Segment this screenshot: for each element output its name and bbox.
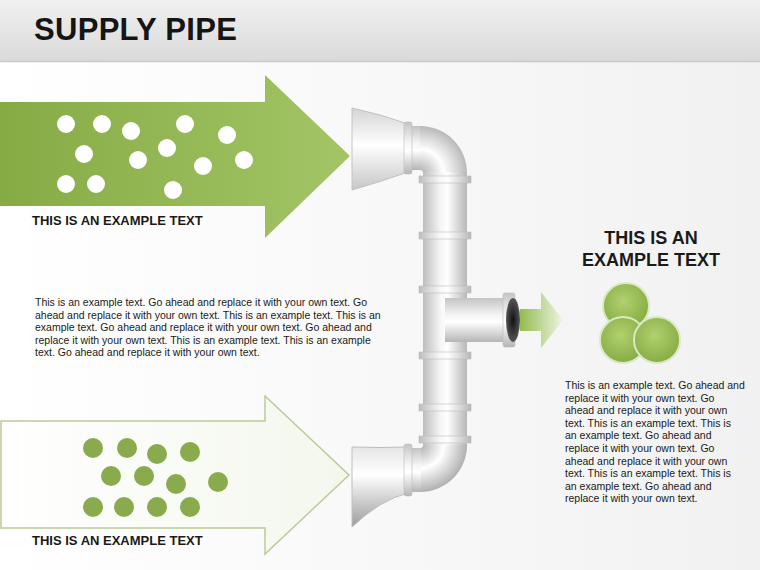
slide-title: SUPPLY PIPE bbox=[34, 12, 237, 48]
pipe-joint bbox=[419, 436, 471, 443]
arrow-caption: THIS IS AN EXAMPLE TEXT bbox=[32, 533, 203, 548]
ball bbox=[634, 317, 680, 363]
pipe-collar bbox=[404, 122, 412, 174]
pipe-inlet-bell bbox=[352, 447, 408, 527]
arrow-caption: THIS IS AN EXAMPLE TEXT bbox=[32, 213, 203, 228]
pipe-inlet-bell bbox=[352, 108, 408, 190]
output-balls bbox=[600, 283, 680, 363]
pipe-collar bbox=[404, 444, 412, 496]
arrow-outline bbox=[1, 396, 349, 554]
pipe-tee-branch bbox=[445, 298, 509, 342]
pipe-joint bbox=[419, 232, 471, 239]
pipe-joint bbox=[419, 286, 471, 293]
body-text: This is an example text. Go ahead and re… bbox=[35, 296, 393, 359]
body-text: This is an example text. Go ahead and re… bbox=[565, 379, 745, 505]
flow-arrow: THIS IS AN EXAMPLE TEXT bbox=[0, 395, 352, 557]
title-rule bbox=[0, 61, 760, 63]
flow-arrow: THIS IS AN EXAMPLE TEXT bbox=[0, 75, 352, 240]
pipe-elbow bbox=[420, 126, 467, 173]
title-bar bbox=[0, 0, 760, 61]
pipe-joint bbox=[419, 352, 471, 359]
heading: THIS IS AN EXAMPLE TEXT bbox=[560, 227, 742, 271]
pipe-elbow bbox=[420, 445, 467, 492]
pipe-joint bbox=[419, 176, 471, 183]
pipe-joint bbox=[419, 404, 471, 411]
outflow-arrow bbox=[520, 292, 563, 348]
arrow-shape bbox=[0, 395, 352, 557]
arrow-outline bbox=[0, 75, 350, 238]
pipe-outlet bbox=[506, 298, 520, 342]
